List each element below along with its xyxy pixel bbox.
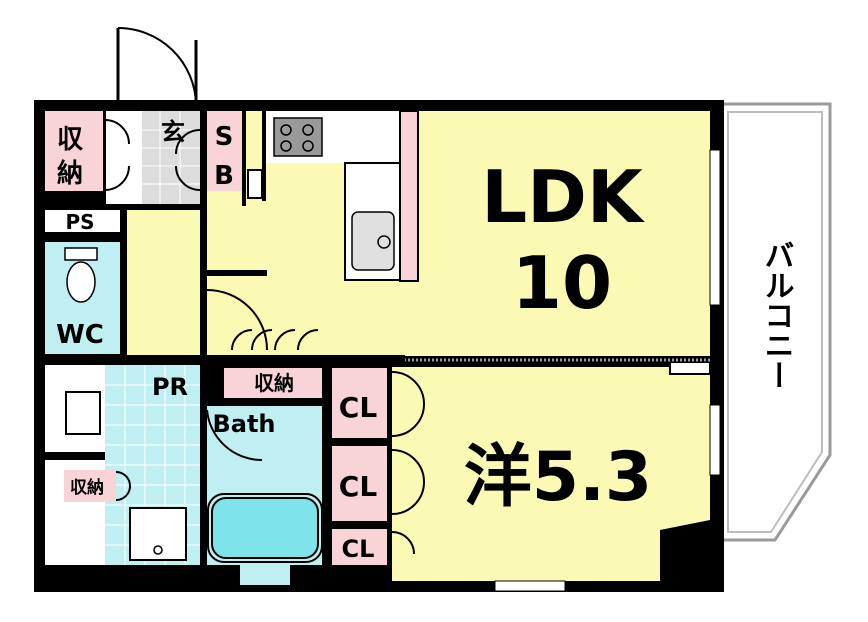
ps-label: PS: [65, 210, 94, 234]
toilet: [64, 247, 98, 303]
shoe-box: [207, 111, 242, 191]
closet-2: [332, 446, 387, 521]
closet-1-label: CL: [339, 391, 378, 424]
wash-basin: [65, 391, 101, 435]
door-swings: [104, 119, 425, 555]
washing-machine-drain: [153, 545, 163, 555]
closet-1: [332, 368, 387, 438]
ps-space: [45, 210, 120, 232]
storage-bath: [224, 368, 324, 398]
stove: [273, 117, 323, 157]
storage-powder-label: 収納: [70, 477, 104, 498]
kitchen-sink: [351, 211, 395, 271]
bath-window: [240, 565, 290, 585]
ldk-window: [709, 149, 721, 306]
storage-entrance-left: [45, 111, 103, 191]
western-room-floor: [392, 367, 710, 581]
entrance-label: 玄: [161, 118, 185, 146]
western-room-label: 洋5.3: [464, 438, 652, 517]
wc-label: WC: [56, 320, 104, 350]
balcony-label: バルコニー: [759, 240, 794, 390]
storage-entrance-label-top: 収: [57, 125, 84, 155]
shoe-box-side: [247, 169, 263, 199]
storage-powder-room: [64, 470, 116, 502]
storage-bath-label: 収納: [254, 371, 294, 395]
bath-label: Bath: [212, 410, 275, 438]
storage-entrance-label-bottom: 納: [57, 158, 83, 189]
closet-3-label: CL: [342, 535, 375, 563]
kitchen-wall-strip: [399, 110, 419, 282]
closet-3: [332, 529, 387, 565]
shoe-box-label-bottom: B: [214, 161, 234, 191]
western-room-corner-column: [660, 520, 710, 581]
washing-machine-pan: [129, 507, 187, 561]
balcony-inner-line: [727, 111, 823, 533]
entrance-tile-grid: [142, 111, 200, 204]
western-bottom-window: [494, 580, 566, 592]
shoe-box-label-top: S: [215, 122, 234, 152]
western-window: [709, 404, 721, 476]
ldk-size-label: 10: [512, 241, 612, 325]
interior-walls: [45, 105, 405, 585]
closet-2-label: CL: [339, 470, 378, 503]
bath-tub: [211, 497, 319, 559]
balcony-door-post: [669, 361, 711, 375]
hall-floor: [127, 209, 209, 357]
ldk-label: LDK: [481, 155, 645, 239]
pr-label: PR: [152, 373, 188, 401]
entrance-door: [116, 27, 198, 105]
